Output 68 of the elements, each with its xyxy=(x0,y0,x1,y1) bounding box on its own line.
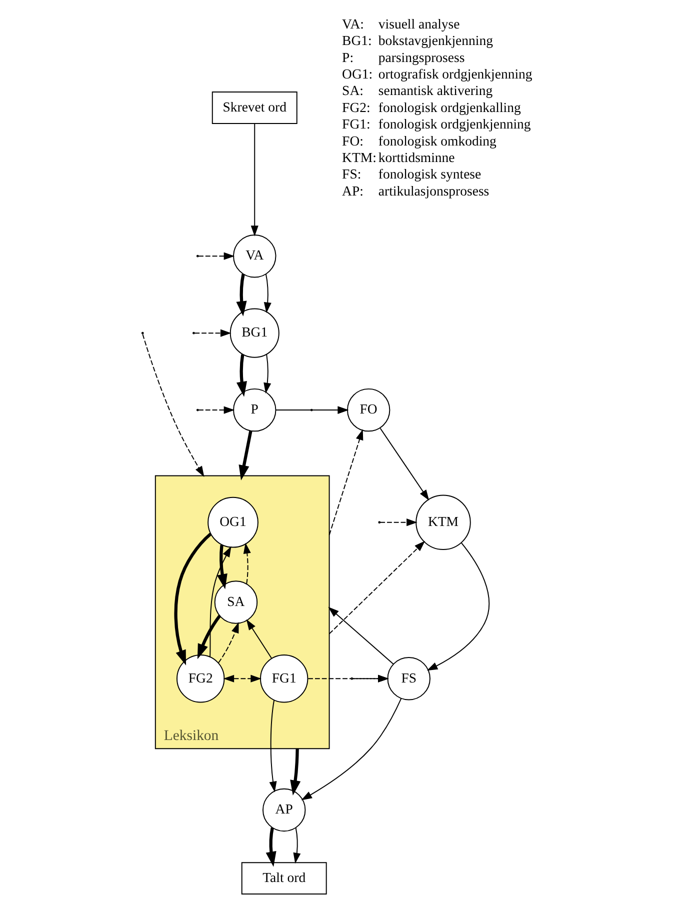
arrow xyxy=(264,274,272,314)
arrow xyxy=(174,532,212,666)
label: fonologisk omkoding xyxy=(378,133,496,148)
arrow xyxy=(426,542,490,671)
label: artikulasjonsprosess xyxy=(378,183,490,198)
label: VA: xyxy=(342,16,364,32)
label: FG2: xyxy=(342,100,370,115)
arrow xyxy=(194,329,232,337)
arrow xyxy=(250,123,258,236)
arrow xyxy=(328,540,426,634)
arrow xyxy=(246,619,272,659)
arrow xyxy=(238,430,252,480)
label: bokstavgjenkjenning xyxy=(378,33,493,48)
arrow xyxy=(301,698,402,800)
label: AP: xyxy=(342,183,364,198)
arrow xyxy=(223,674,262,682)
label: fonologisk syntese xyxy=(378,166,482,182)
node-circle: P xyxy=(233,388,276,432)
node-circle: FO xyxy=(346,388,390,432)
label: FG1: xyxy=(342,116,370,132)
arrow xyxy=(293,827,301,864)
arrow xyxy=(275,406,349,414)
node-circle: FS xyxy=(387,657,430,700)
node-circle: KTM xyxy=(416,494,471,550)
label: KTM: xyxy=(342,150,376,165)
node-box: Talt ord xyxy=(241,862,327,894)
node-circle: FG2 xyxy=(176,654,225,703)
label: BG1: xyxy=(342,33,372,48)
label: korttidsminne xyxy=(378,150,455,165)
label: FO: xyxy=(342,133,364,148)
label: FS: xyxy=(342,166,362,182)
label: fonologisk ordgjenkalling xyxy=(378,100,521,115)
label: SA: xyxy=(342,83,364,98)
label: fonologisk ordgjenkjenning xyxy=(378,116,531,132)
arrow xyxy=(264,354,272,394)
node-circle: SA xyxy=(214,580,258,624)
arrow xyxy=(290,748,301,796)
arrow xyxy=(312,406,349,414)
arrow xyxy=(380,428,430,501)
arrow xyxy=(328,429,364,536)
arrow xyxy=(210,546,232,657)
arrow xyxy=(197,614,221,660)
node-circle: BG1 xyxy=(230,308,280,358)
arrow xyxy=(198,252,235,260)
node-box: Skrevet ord xyxy=(212,92,298,124)
arrow xyxy=(266,827,276,867)
node-circle: FG1 xyxy=(260,654,308,703)
label: parsingsprosess xyxy=(378,50,465,65)
node-circle: OG1 xyxy=(208,496,258,548)
node-circle: VA xyxy=(233,234,276,278)
arrow xyxy=(198,406,235,414)
arrow xyxy=(236,354,247,397)
arrow xyxy=(269,700,277,792)
arrow xyxy=(380,518,418,526)
label: P: xyxy=(342,50,354,65)
arrow xyxy=(218,622,239,664)
arrow xyxy=(216,544,228,590)
label: OG1: xyxy=(342,66,373,82)
arrow xyxy=(328,606,394,665)
arrow xyxy=(308,674,389,682)
arrow xyxy=(352,674,389,682)
label: visuell analyse xyxy=(378,16,460,32)
arrow xyxy=(243,542,251,584)
label: ortografisk ordgjenkjenning xyxy=(378,66,532,82)
arrow xyxy=(236,274,247,316)
arrow xyxy=(142,334,204,478)
node-circle: AP xyxy=(262,788,306,832)
label: semantisk aktivering xyxy=(378,83,493,98)
